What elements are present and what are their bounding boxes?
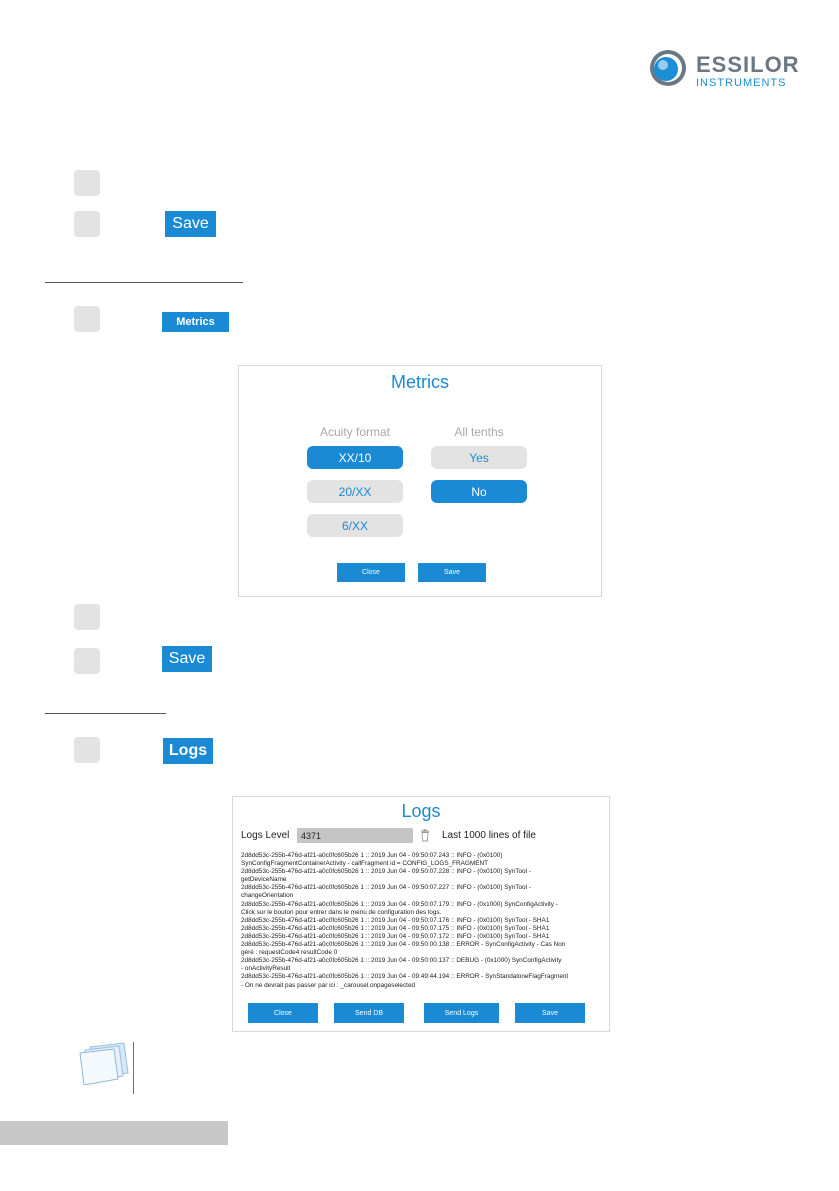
log-line: 2d8dd53c-255b-476d-af21-a0c0fc605b26 1 :… [241, 852, 503, 859]
save-button[interactable]: Save [162, 646, 212, 672]
log-line: getDeviceName [241, 876, 287, 884]
log-line: 2d8dd53c-255b-476d-af21-a0c0fc605b26 1 :… [241, 900, 558, 908]
log-line: - onActivityResult [241, 965, 291, 973]
essilor-logo-icon [650, 50, 686, 86]
section-rule [45, 713, 166, 714]
metrics-dialog-title: Metrics [391, 372, 449, 392]
logs-level-label: Logs Level [241, 830, 290, 841]
log-line: 2d8dd53c-255b-476d-af21-a0c0fc605b26 1 :… [241, 884, 531, 892]
log-line: 2d8dd53c-255b-476d-af21-a0c0fc605b26 1 :… [241, 868, 531, 876]
trash-icon[interactable] [420, 829, 430, 842]
all-tenths-label: All tenths [454, 425, 504, 439]
logs-dialog-title: Logs [401, 801, 441, 821]
log-line: 2d8dd53c-255b-476d-af21-a0c0fc605b26 1 :… [241, 973, 569, 981]
metrics-close-button[interactable]: Close [337, 563, 405, 582]
log-line: SynConfigFragmentContainerActivity - cal… [241, 860, 489, 868]
logo-text: ESSILOR INSTRUMENTS [696, 54, 800, 89]
section-rule [45, 282, 243, 283]
acuity-option-xx10[interactable]: XX/10 [307, 446, 403, 469]
note-divider [133, 1042, 135, 1094]
step-marker [74, 737, 100, 763]
last-lines-label: Last 1000 lines of file [442, 830, 536, 841]
logo-brand: ESSILOR [696, 52, 800, 77]
send-db-button[interactable]: Send DB [334, 1003, 404, 1023]
logs-close-button[interactable]: Close [248, 1003, 318, 1023]
log-line: 2d8dd53c-255b-476d-af21-a0c0fc605b26 1 :… [241, 941, 566, 949]
acuity-format-label: Acuity format [319, 425, 391, 439]
send-logs-button[interactable]: Send Logs [424, 1003, 499, 1023]
log-line: 2d8dd53c-255b-476d-af21-a0c0fc605b26 1 :… [241, 932, 550, 940]
log-line: 2d8dd53c-255b-476d-af21-a0c0fc605b26 1 :… [241, 957, 562, 965]
log-line: - On ne devrait pas passer par ici : _ca… [241, 981, 416, 989]
step-marker [74, 170, 100, 196]
metrics-dialog: Metrics Acuity format All tenths XX/10 2… [238, 365, 602, 597]
note-icon [79, 1042, 129, 1085]
logs-level-input[interactable]: 4371 [297, 828, 413, 843]
logs-dialog: Logs Logs Level 4371 Last 1000 lines of … [232, 796, 610, 1032]
log-line: 2d8dd53c-255b-476d-af21-a0c0fc605b26 1 :… [241, 916, 550, 924]
acuity-option-20xx[interactable]: 20/XX [307, 480, 403, 503]
step-marker [74, 604, 100, 630]
metrics-button[interactable]: Metrics [162, 312, 229, 332]
log-line: Click sur le bouton pour entrer dans le … [241, 908, 442, 916]
logs-button[interactable]: Logs [163, 738, 213, 764]
logo-sub: INSTRUMENTS [696, 77, 787, 89]
save-button[interactable]: Save [165, 211, 216, 237]
step-marker [74, 211, 100, 237]
log-lines: 2d8dd53c-255b-476d-af21-a0c0fc605b26 1 :… [241, 852, 606, 990]
tenths-option-yes[interactable]: Yes [431, 446, 527, 469]
log-line: géré : requestCode4 resultCode 0 [241, 949, 338, 957]
log-line: 2d8dd53c-255b-476d-af21-a0c0fc605b26 1 :… [241, 924, 550, 932]
acuity-option-6xx[interactable]: 6/XX [307, 514, 403, 537]
metrics-save-button[interactable]: Save [418, 563, 486, 582]
footer-bar [0, 1121, 228, 1145]
step-marker [74, 648, 100, 674]
step-marker [74, 306, 100, 332]
logs-save-button[interactable]: Save [515, 1003, 585, 1023]
log-line: changeOrientation [241, 892, 294, 900]
tenths-option-no[interactable]: No [431, 480, 527, 503]
